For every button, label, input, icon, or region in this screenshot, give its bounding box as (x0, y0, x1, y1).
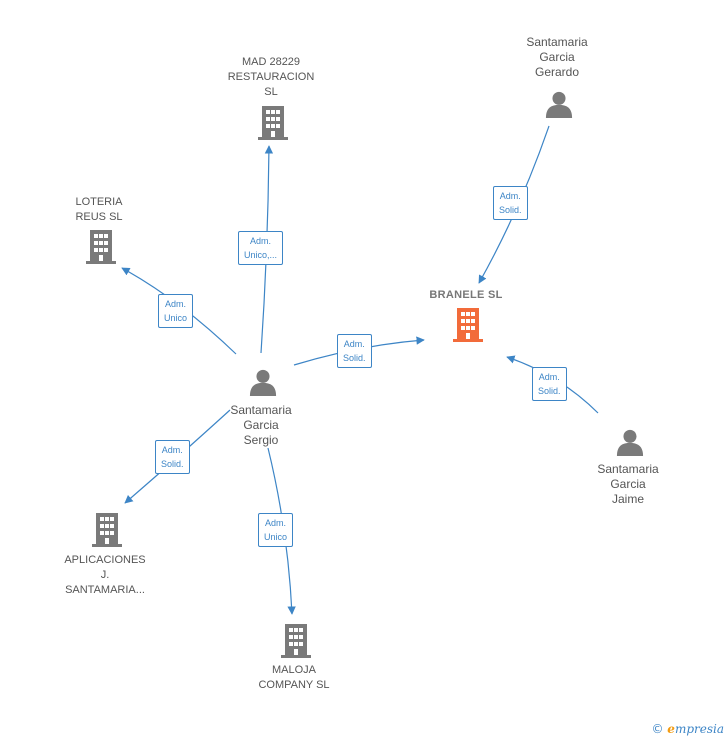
edge-label-line: Unico,... (244, 250, 278, 260)
empresia-logo[interactable]: © empresia (651, 722, 724, 736)
node-mad-28229-restauracion[interactable]: MAD 28229 RESTAURACION SL (211, 55, 331, 100)
node-label-line: REUS SL (75, 211, 123, 223)
building-icon (86, 230, 116, 264)
node-label-line: COMPANY SL (258, 679, 330, 691)
edge-label-sergio-maloja: Adm. Unico (258, 513, 294, 547)
copyright-symbol: © (651, 722, 664, 736)
edge-label-gerardo-branele: Adm. Solid. (493, 186, 528, 220)
node-branele[interactable]: BRANELE SL (406, 288, 526, 303)
node-santamaria-garcia-sergio[interactable]: Santamaria Garcia Sergio (201, 403, 321, 448)
node-label-line: BRANELE SL (429, 289, 503, 301)
node-santamaria-garcia-gerardo[interactable]: Santamaria Garcia Gerardo (497, 35, 617, 80)
edge-label-sergio-loteria: Adm. Unico (158, 294, 194, 328)
edge-label-sergio-branele: Adm. Solid. (337, 334, 372, 368)
edge-label-line: Adm. (499, 191, 521, 201)
edge-label-sergio-aplicaciones: Adm. Solid. (155, 440, 190, 474)
node-label-line: SANTAMARIA... (65, 584, 145, 596)
edge-label-line: Unico (164, 313, 188, 323)
node-label-line: Santamaria (597, 462, 659, 476)
node-loteria-reus[interactable]: LOTERIA REUS SL (39, 195, 159, 225)
node-label-line: Garcia (610, 477, 646, 491)
node-label-line: Garcia (539, 50, 575, 64)
brand-name: mpresia (674, 722, 724, 736)
node-label-line: Sergio (243, 433, 279, 447)
brand-initial: e (667, 722, 675, 736)
person-icon (616, 429, 644, 456)
building-icon (281, 624, 311, 658)
node-label-line: J. (100, 569, 110, 581)
node-label-line: SL (264, 86, 278, 98)
node-label-line: Jaime (611, 492, 644, 506)
node-label-line: RESTAURACION (227, 71, 315, 83)
edge-label-line: Solid. (343, 353, 366, 363)
node-maloja-company[interactable]: MALOJA COMPANY SL (234, 663, 354, 693)
node-label-line: Santamaria (230, 403, 292, 417)
node-santamaria-garcia-jaime[interactable]: Santamaria Garcia Jaime (568, 462, 688, 507)
person-icon (545, 91, 573, 118)
edge-label-line: Adm. (165, 299, 187, 309)
edge-label-jaime-branele: Adm. Solid. (532, 367, 567, 401)
edge-label-line: Solid. (499, 205, 522, 215)
person-icon (249, 369, 277, 396)
node-label-line: MAD 28229 (241, 56, 301, 68)
node-label-line: LOTERIA (75, 196, 123, 208)
edge-label-line: Adm. (265, 518, 287, 528)
node-label-line: Santamaria (526, 35, 588, 49)
building-icon (453, 308, 483, 342)
node-label-line: APLICACIONES (64, 554, 146, 566)
building-icon (92, 513, 122, 547)
node-aplicaciones-j-santamaria[interactable]: APLICACIONES J. SANTAMARIA... (45, 553, 165, 598)
building-icon (258, 106, 288, 140)
node-label-line: Gerardo (534, 65, 580, 79)
edge-label-line: Adm. (538, 372, 560, 382)
node-label-line: MALOJA (271, 664, 316, 676)
edge-label-sergio-mad: Adm. Unico,... (238, 231, 284, 265)
edge-label-line: Adm. (250, 236, 272, 246)
edge-label-line: Solid. (538, 386, 561, 396)
edge-label-line: Unico (264, 532, 288, 542)
node-label-line: Garcia (243, 418, 279, 432)
edge-label-line: Solid. (161, 459, 184, 469)
edge-label-line: Adm. (343, 339, 365, 349)
edge-label-line: Adm. (161, 445, 183, 455)
